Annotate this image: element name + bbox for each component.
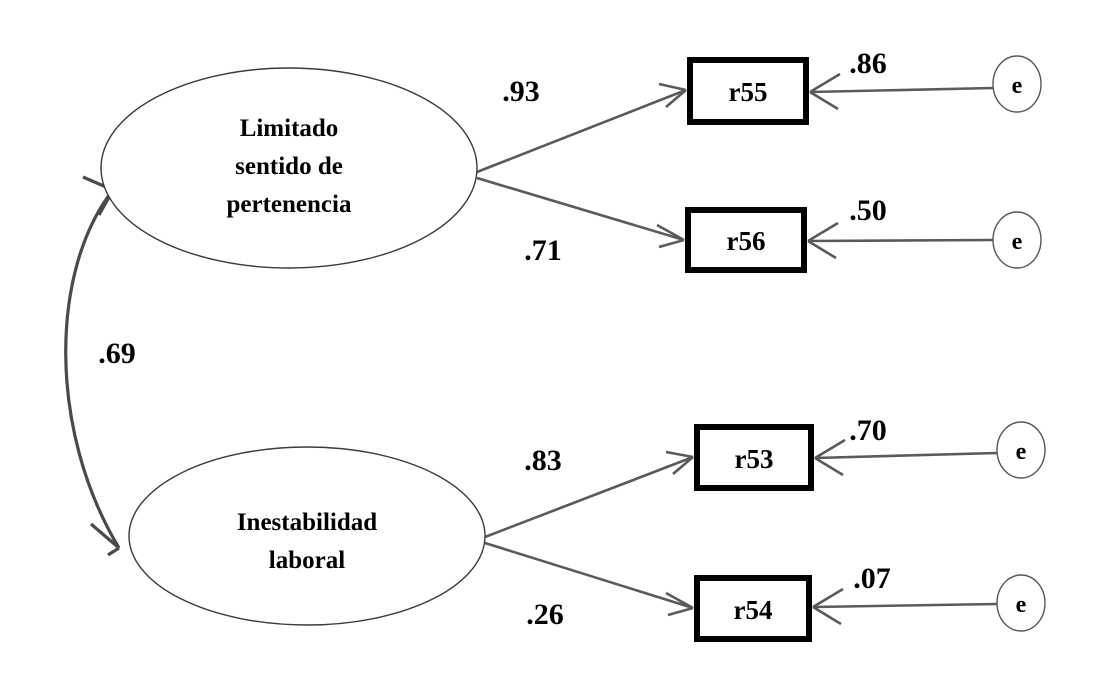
rect-shape-r53 [694,424,814,491]
error-value-r56: .50 [849,194,887,227]
loading-value-r53: .83 [524,444,562,477]
path-e-to-r55 [809,86,994,94]
arrowhead-f2-to-r53 [665,450,694,475]
factor-1-label-line-1: Limitado [240,115,339,142]
path-e-to-r56 [807,238,994,243]
arrowhead-e-to-r53 [814,438,846,477]
factor-2-label-line-1: Inestabilidad [237,509,377,536]
arrowhead-e-to-r55 [809,72,841,111]
error-circle-r53[interactable]: e [996,421,1046,479]
factor-2-label-line-2: laboral [269,547,345,574]
error-circle-r54[interactable]: e [996,574,1046,632]
path-e-to-r53 [814,451,998,460]
ellipse-shape-factor-2 [128,446,486,626]
circle-shape-error-r53 [996,421,1046,479]
indicator-box-r54[interactable]: r54 [694,575,812,642]
error-label-r53: e [1016,439,1027,465]
indicator-label-r56: r56 [727,226,766,256]
arrowhead-f1-to-r55 [658,82,687,108]
path-f1-to-r55 [476,88,687,174]
correlation-value: .69 [98,337,136,370]
indicator-box-r56[interactable]: r56 [685,207,807,273]
error-circle-r56[interactable]: e [992,211,1042,269]
arrowhead-f2-to-r54 [665,591,694,617]
rect-shape-r56 [685,207,807,273]
path-f1-to-r56 [476,176,685,242]
path-f2-to-r54 [484,541,694,610]
arrowhead-e-to-r56 [807,221,839,260]
circle-shape-error-r56 [992,211,1042,269]
error-label-r54: e [1016,592,1027,618]
indicator-label-r55: r55 [729,77,768,107]
indicator-label-r53: r53 [735,444,774,474]
latent-factor-limitado-sentido-pertenencia[interactable]: Limitado sentido de pertenencia [100,67,478,269]
error-value-r54: .07 [853,562,891,595]
path-e-to-r54 [812,602,998,609]
circle-shape-error-r54 [996,574,1046,632]
factor-1-label-line-3: pertenencia [227,191,352,218]
rect-shape-r54 [694,575,812,642]
correlation-curve [64,189,121,549]
factor-1-label-line-2: sentido de [235,153,343,180]
indicator-box-r55[interactable]: r55 [687,57,809,125]
error-circle-r55[interactable]: e [992,55,1042,113]
loading-value-r55: .93 [502,75,540,108]
arrowhead-f1-to-r56 [656,223,685,249]
rect-shape-r55 [687,57,809,125]
ellipse-shape-factor-1 [100,67,478,269]
arrowhead-e-to-r54 [812,587,844,626]
latent-factor-inestabilidad-laboral[interactable]: Inestabilidad laboral [128,446,486,626]
path-f2-to-r53 [484,455,694,539]
error-label-r56: e [1012,229,1023,255]
error-label-r55: e [1012,73,1023,99]
indicator-label-r54: r54 [734,595,773,625]
error-value-r53: .70 [849,414,887,447]
indicator-box-r53[interactable]: r53 [694,424,814,491]
error-value-r55: .86 [849,47,887,80]
loading-value-r56: .71 [524,234,562,267]
circle-shape-error-r55 [992,55,1042,113]
path-arrows-group [476,72,998,626]
arrowhead-correlation-bottom [89,522,121,557]
loading-value-r54: .26 [526,598,564,631]
